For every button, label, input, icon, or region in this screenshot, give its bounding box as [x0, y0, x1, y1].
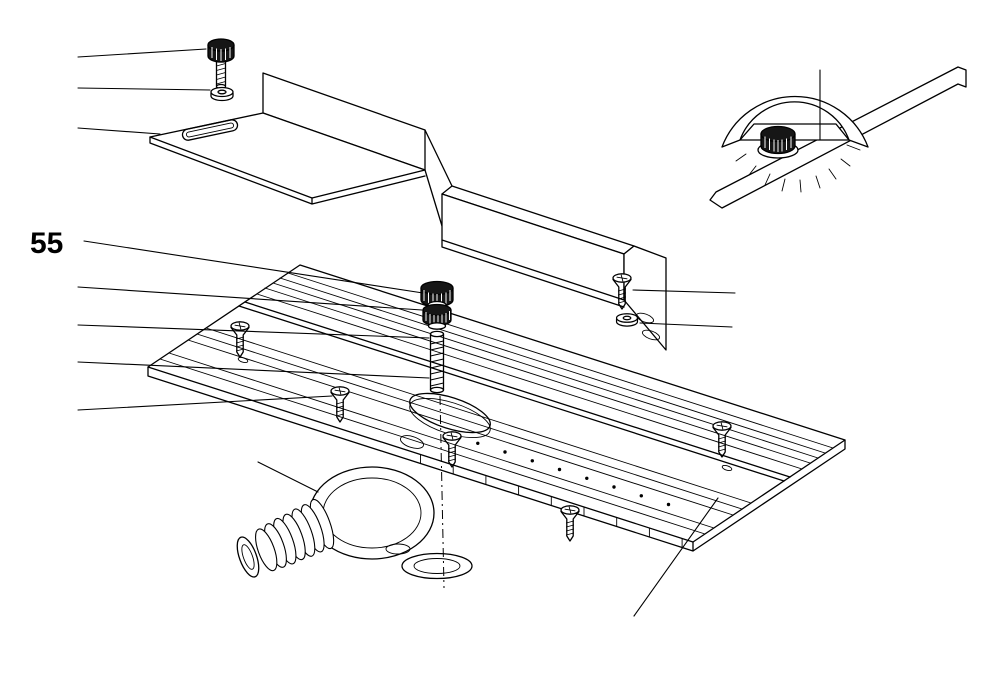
- t-slot-grooves-back: [256, 272, 834, 470]
- protractor-band: [721, 95, 869, 148]
- centerline: [439, 395, 445, 589]
- ribbed-hose-connector: [236, 498, 335, 578]
- degree-ticks: [735, 144, 861, 193]
- tab-slot-hole: [635, 312, 655, 324]
- screw-hole: [237, 356, 249, 364]
- front-lip-ticks: [420, 454, 683, 548]
- fence-right-wall: [441, 193, 625, 301]
- part-number-label: 55: [30, 227, 63, 260]
- lock-knob-55: [420, 280, 454, 330]
- small-oval-hole: [400, 435, 424, 449]
- port-outlet-ring: [401, 552, 473, 580]
- dust-extraction-port: [236, 466, 473, 580]
- washer: [615, 313, 639, 327]
- tab-slot-hole: [641, 329, 661, 341]
- threaded-stud: [429, 330, 445, 394]
- leader-lines: [77, 48, 736, 617]
- washer: [210, 86, 234, 102]
- table-plate: [147, 264, 846, 552]
- port-small-hole: [385, 543, 411, 555]
- t-slot-grooves-front: [159, 327, 752, 535]
- screw-hole: [721, 464, 733, 472]
- fence-notch: [424, 129, 453, 227]
- screw: [560, 505, 580, 542]
- plate-step-edge: [238, 301, 791, 482]
- fence-mount-tab: [623, 245, 667, 351]
- miter-gauge: [709, 66, 967, 209]
- fence-slot: [181, 119, 239, 141]
- gauge-knob: [757, 125, 799, 159]
- thumbscrew: [207, 38, 235, 90]
